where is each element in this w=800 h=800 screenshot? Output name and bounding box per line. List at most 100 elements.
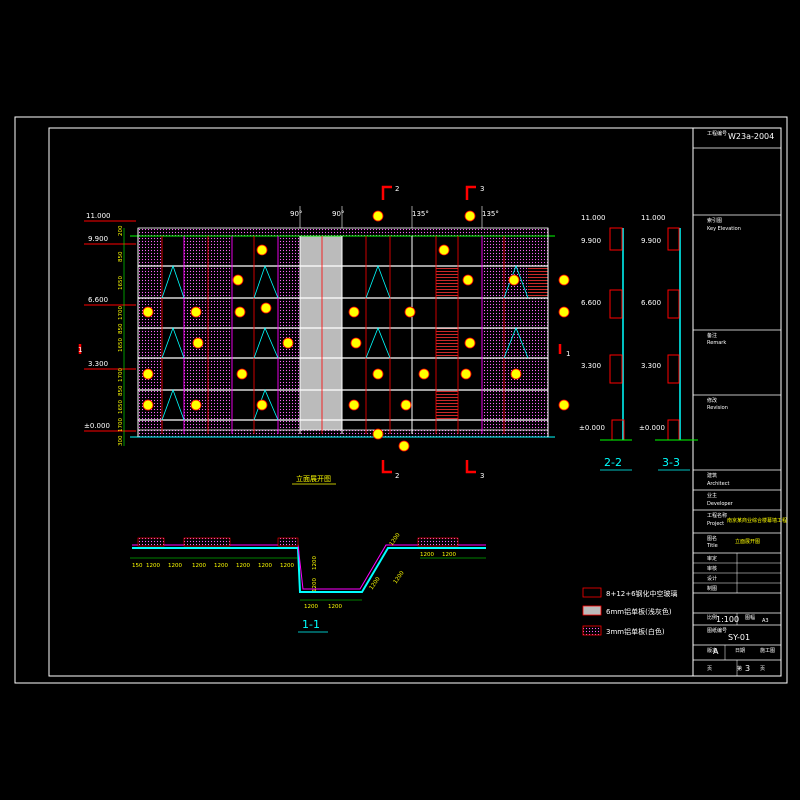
elevation-title: 立面展开图 [296, 474, 331, 483]
s2-level: 6.600 [581, 299, 601, 307]
elevation-drawing: 11.000 9.900 6.600 3.300 ±0.000 200 850 … [78, 185, 570, 485]
level-6600: 6.600 [88, 296, 108, 304]
scale-label: 比例 [707, 614, 717, 621]
date-label: 日期 [735, 648, 745, 654]
dim: 1650 [118, 400, 124, 414]
dimension-chain: 200 850 1650 1700 850 1650 1700 850 1650… [118, 225, 125, 446]
key-elevation-label: Key Elevation [707, 226, 741, 232]
parapet-band [137, 227, 549, 237]
louver-panel [436, 266, 458, 298]
s3-level: ±0.000 [639, 424, 665, 432]
legend-text: 3mm铝单板(白色) [606, 627, 665, 636]
louver-panel [436, 328, 458, 358]
section-2-title: 2-2 [604, 456, 622, 469]
drawn-label: 制图 [707, 585, 717, 592]
s3-level: 6.600 [641, 299, 661, 307]
project-cn: 工程名称 [707, 512, 727, 519]
level-3300: 3.300 [88, 360, 108, 368]
level-9900: 9.900 [88, 235, 108, 243]
plan-dim: 1200 [312, 556, 318, 570]
revision-en: Revision [707, 405, 728, 411]
page-suffix: 页 [760, 666, 765, 672]
plan-dim: 1200 [312, 578, 318, 592]
plan-dim: 1200 [258, 563, 272, 569]
plan-dim: 1200 [280, 563, 294, 569]
dim: 850 [118, 385, 124, 396]
s2-level: ±0.000 [579, 424, 605, 432]
section-mark-3: 3 [480, 472, 484, 480]
designed-label: 设计 [707, 575, 717, 582]
drawing-no-value: SY-01 [728, 633, 750, 642]
dim: 1650 [118, 338, 124, 352]
level-0000: ±0.000 [84, 422, 110, 430]
angle-label: 135° [482, 210, 499, 218]
plan-dim: 1200 [168, 563, 182, 569]
s2-level: 9.900 [581, 237, 601, 245]
paper-value: A3 [762, 618, 769, 624]
plan-1-1: 150 1200 1200 1200 1200 1200 1200 1200 1… [130, 532, 486, 633]
drawing-no-label: 图纸编号 [707, 627, 727, 634]
legend-text: 8+12+6钢化中空玻璃 [606, 589, 678, 598]
dim: 1700 [118, 306, 124, 320]
plan-dim: 1200 [442, 552, 456, 558]
plan-dim: 1200 [328, 604, 342, 610]
s3-level: 9.900 [641, 237, 661, 245]
developer-en: Developer [707, 501, 734, 507]
angle-label: 90° [290, 210, 302, 218]
dim: 850 [118, 323, 124, 334]
dim: 200 [118, 225, 124, 236]
panel-markers [142, 210, 570, 452]
title-block: 工程编号 W23a-2004 索引图 Key Elevation 备注 Rema… [692, 128, 787, 676]
developer-cn: 业主 [707, 492, 717, 499]
paper-label: 图幅 [745, 614, 755, 621]
plan-dim: 1200 [146, 563, 160, 569]
section-mark-3: 3 [480, 185, 484, 193]
panel-grey-aluminium [300, 236, 342, 434]
page-prefix: 第 [737, 665, 742, 672]
remark-en: Remark [707, 340, 726, 346]
version-value: A [713, 647, 719, 656]
section-mark-2: 2 [395, 185, 399, 193]
scale-value: 1:100 [716, 615, 739, 624]
title-value: 立面展开图 [735, 538, 760, 545]
checked-label: 审核 [707, 565, 717, 572]
title-en: Title [706, 543, 718, 549]
section-mark-1: 1 [78, 346, 82, 354]
louver-panel [528, 266, 548, 298]
plan-dim: 1200 [214, 563, 228, 569]
section-3-title: 3-3 [662, 456, 680, 469]
remark-cn: 备注 [707, 332, 717, 339]
plan-dim: 1200 [393, 570, 406, 585]
s3-level: 3.300 [641, 362, 661, 370]
plan-dim: 150 [132, 563, 143, 569]
s2-level: 11.000 [581, 214, 606, 222]
base-band [137, 429, 549, 438]
dim: 1650 [118, 276, 124, 290]
dim: 1700 [118, 418, 124, 432]
dim: 1700 [118, 368, 124, 382]
page-value: 3 [745, 664, 750, 673]
legend-swatch-white [582, 625, 602, 636]
version-label: 版本 [707, 647, 717, 654]
page-label: 页 [707, 666, 712, 672]
project-no-value: W23a-2004 [728, 132, 774, 141]
project-en: Project [707, 521, 724, 527]
plan-dim: 1200 [192, 563, 206, 569]
project-no-label: 工程编号 [707, 130, 727, 137]
section-mark-1: 1 [566, 350, 570, 358]
legend-text: 6mm铝单板(浅灰色) [606, 607, 672, 616]
approved-label: 审定 [707, 555, 717, 562]
outer-border [14, 116, 788, 684]
level-11000: 11.000 [86, 212, 111, 220]
legend-swatch-glass [582, 587, 602, 598]
dim: 300 [118, 435, 124, 446]
angle-label: 135° [412, 210, 429, 218]
revision-cn: 修改 [707, 397, 717, 404]
s3-level: 11.000 [641, 214, 666, 222]
plan-dim: 1200 [304, 604, 318, 610]
legend-swatch-grey [582, 605, 602, 616]
project-value: 南京某商业综合楼幕墙工程 [727, 517, 787, 524]
architect-en: Architect [707, 481, 729, 487]
louver-panel [436, 390, 458, 420]
